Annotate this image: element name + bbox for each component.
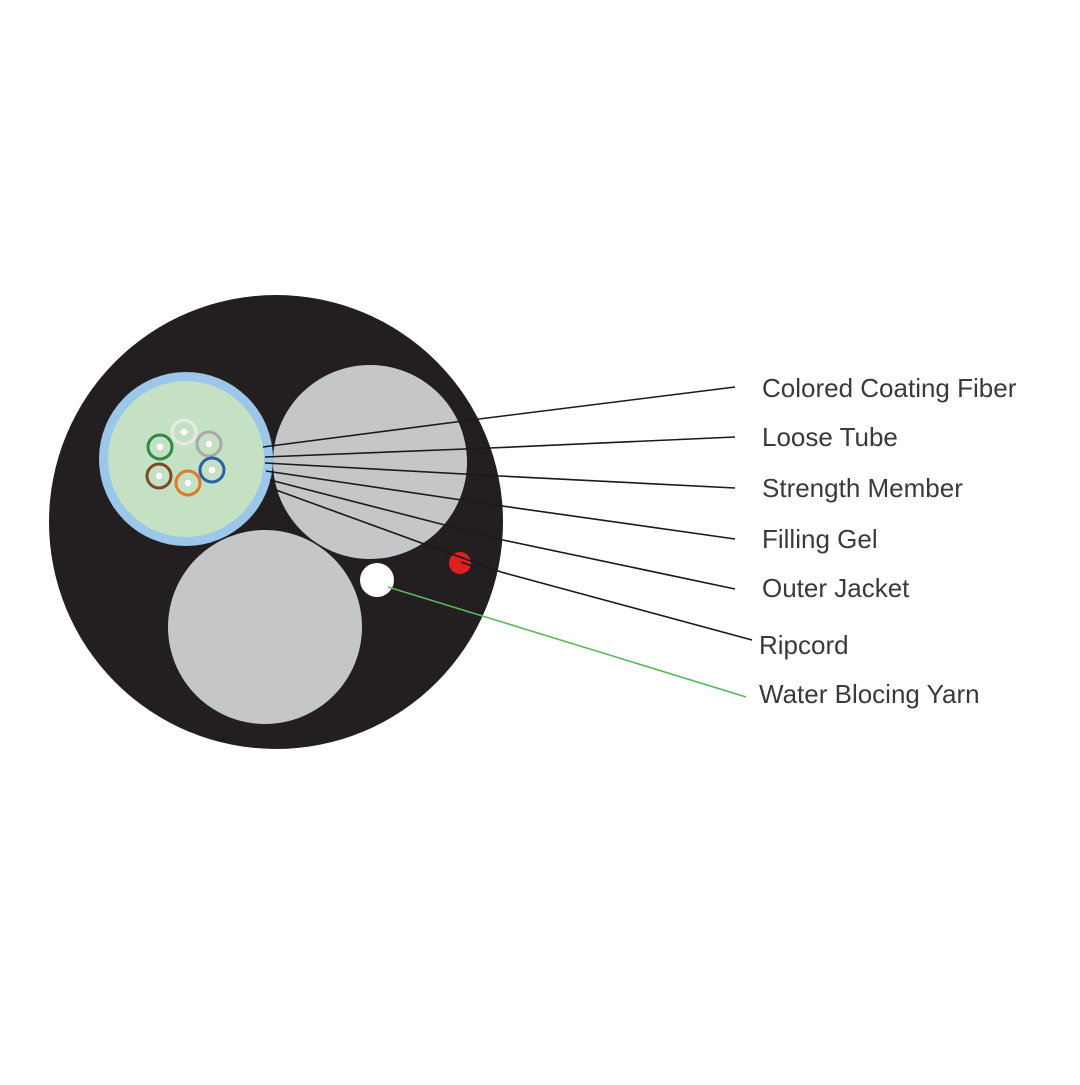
fiber-brown: [145, 462, 173, 490]
label-colored-coating-fiber: Colored Coating Fiber: [762, 373, 1017, 403]
filler-rod-bottom: [168, 530, 362, 724]
leader-lines: [262, 386, 753, 698]
fiber-blue: [198, 456, 226, 484]
leader-line-loose-tube: [264, 436, 736, 458]
water-blocking-yarn-shape: [360, 563, 394, 597]
label-loose-tube: Loose Tube: [762, 422, 898, 452]
ripcord-leader-tip: [460, 561, 473, 567]
fiber-white: [170, 418, 198, 446]
label-outer-jacket: Outer Jacket: [762, 573, 910, 603]
leader-line-ripcord: [275, 489, 753, 641]
ripcord-shape: [449, 552, 471, 574]
fiber-gray: [195, 430, 223, 458]
label-strength-member: Strength Member: [762, 473, 963, 503]
filling-gel-shape: [108, 381, 264, 537]
leader-line-colored-coating-fiber: [262, 386, 736, 448]
leader-line-outer-jacket: [269, 479, 736, 590]
fiber-green: [146, 433, 174, 461]
label-filling-gel: Filling Gel: [762, 524, 878, 554]
label-water-blocking-yarn: Water Blocing Yarn: [759, 679, 980, 709]
colored-fibers-group: [145, 418, 226, 497]
fiber-orange: [174, 469, 202, 497]
leader-line-strength-member: [264, 462, 736, 489]
label-group: Colored Coating Fiber Loose Tube Strengt…: [759, 373, 1017, 709]
leader-line-water-blocking-yarn: [387, 586, 747, 698]
filler-rod-right: [273, 365, 467, 559]
label-ripcord: Ripcord: [759, 630, 849, 660]
leader-line-filling-gel: [265, 470, 736, 540]
